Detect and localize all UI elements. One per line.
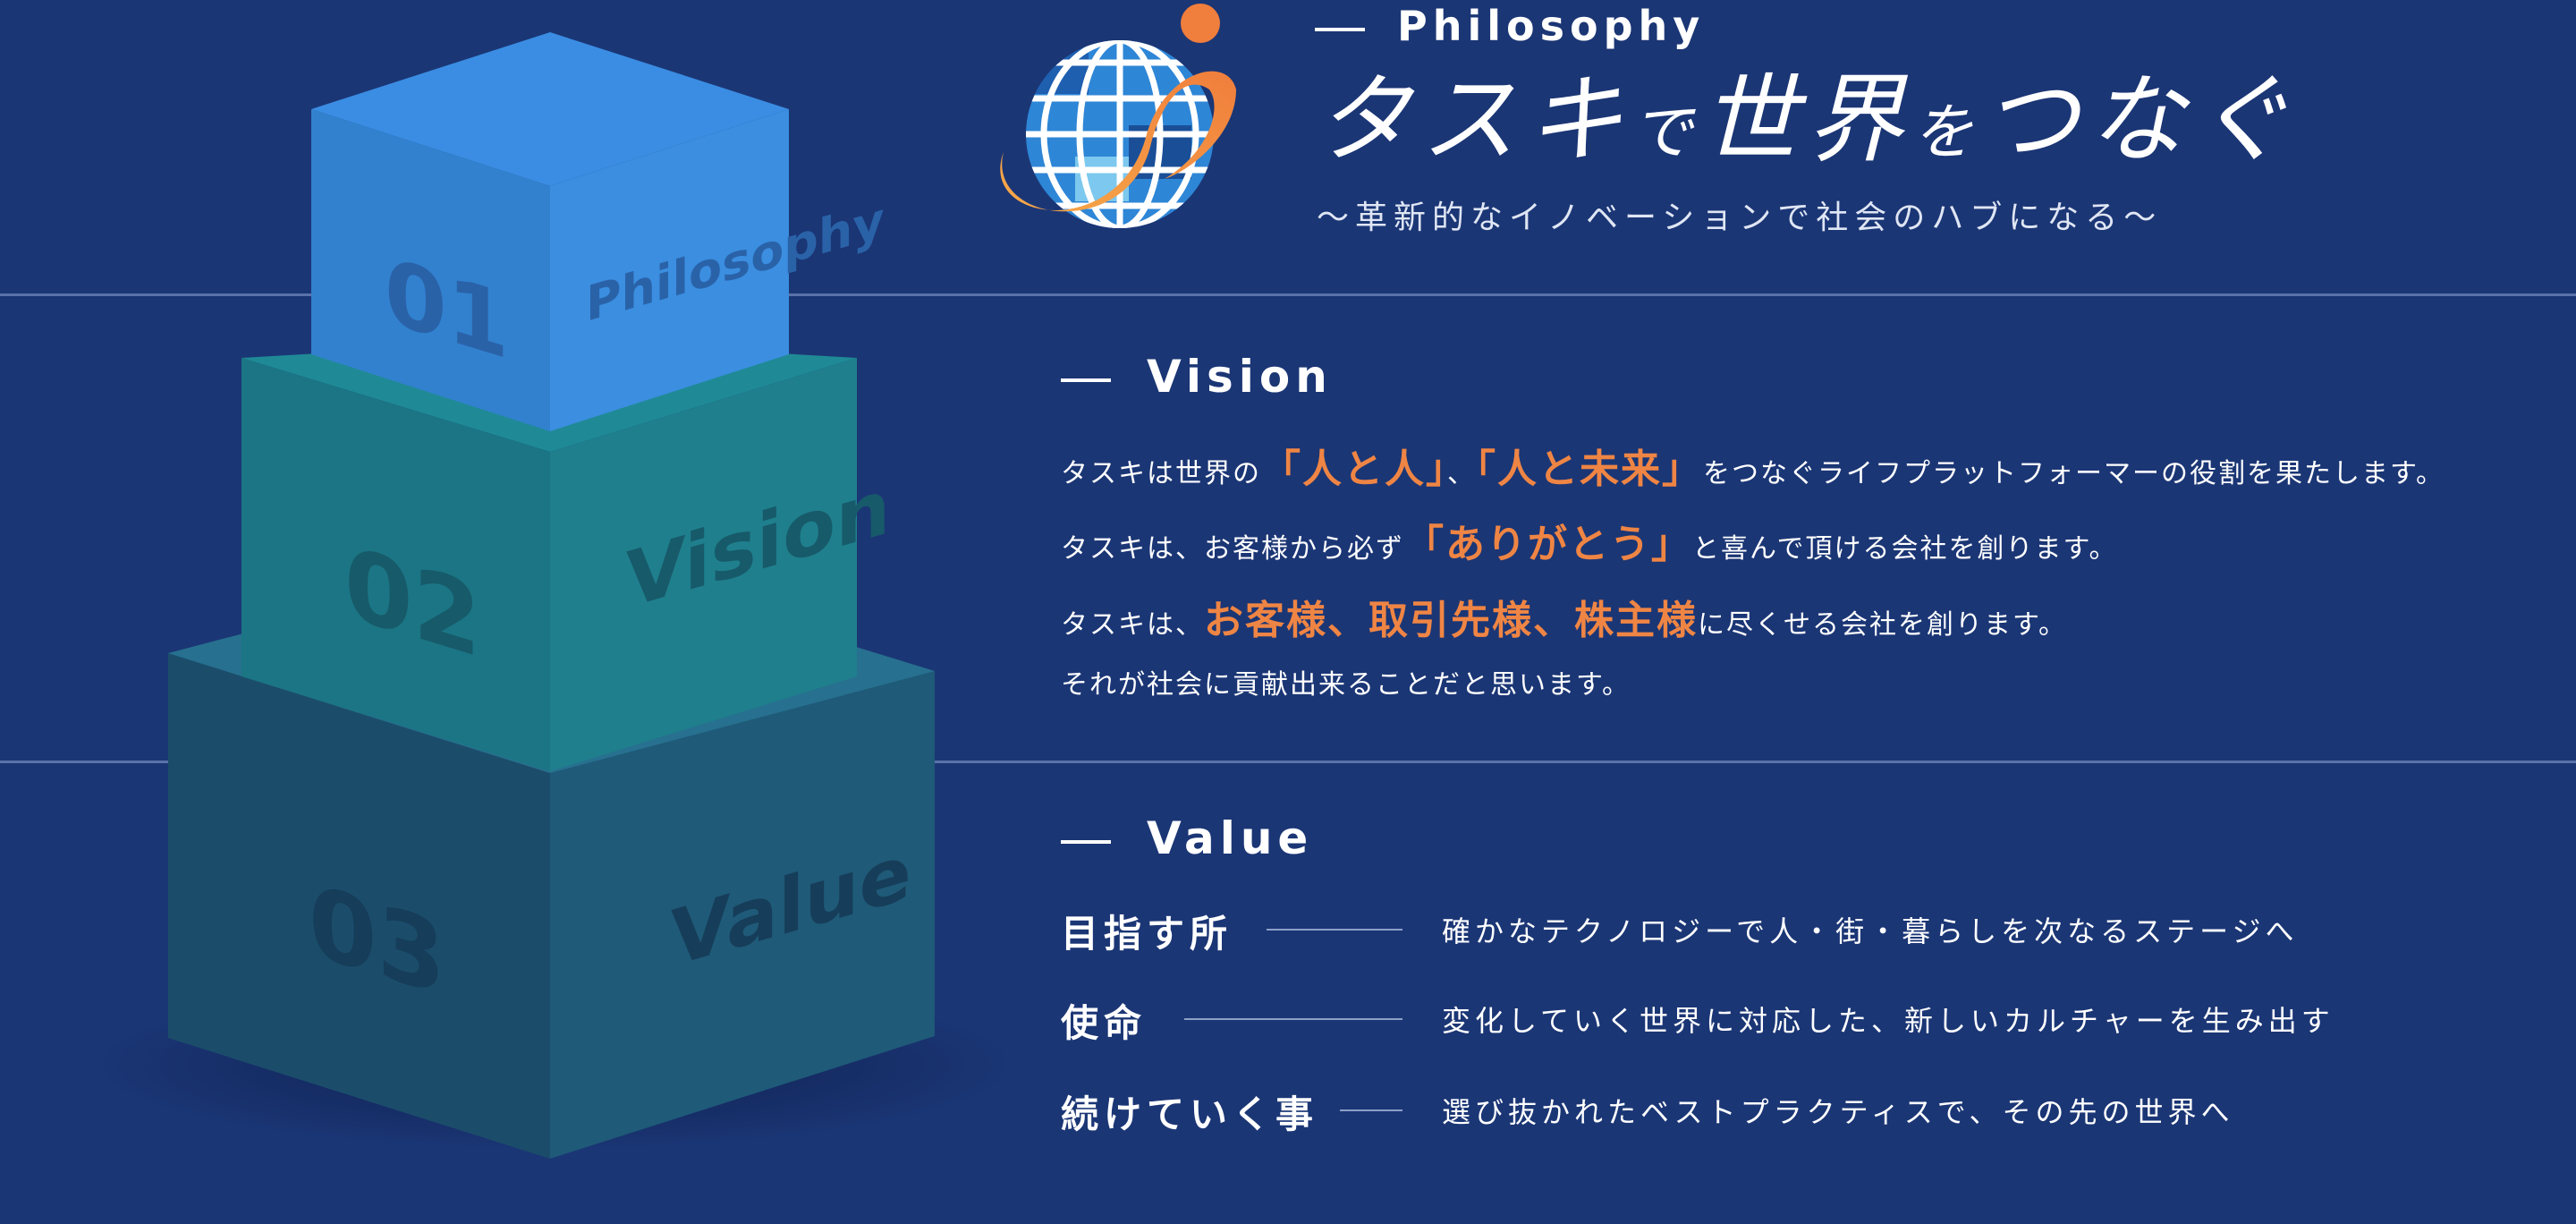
vision-highlight: 「ありがとう」 bbox=[1404, 522, 1692, 567]
philosophy-heading-text: Philosophy bbox=[1397, 2, 1706, 50]
value-text: 確かなテクノロジーで人・街・暮らしを次なるステージへ bbox=[1442, 914, 2299, 948]
value-text: 変化していく世界に対応した、新しいカルチャーを生み出す bbox=[1442, 1004, 2334, 1038]
philosophy-heading: Philosophy bbox=[1315, 2, 1705, 50]
dash-icon bbox=[1315, 27, 1365, 31]
value-rule bbox=[1340, 1109, 1402, 1111]
title-part: で bbox=[1631, 98, 1702, 168]
value-label: 続けていく事 bbox=[1061, 1092, 1319, 1136]
title-part: つなぐ bbox=[1982, 64, 2300, 176]
divider-line-bottom bbox=[0, 761, 2576, 763]
dash-icon bbox=[1061, 378, 1111, 382]
philosophy-title: タスキで世界をつなぐ bbox=[1315, 63, 2299, 179]
value-heading-text: Value bbox=[1147, 812, 1314, 864]
vision-text: タスキは、お客様から必ず bbox=[1061, 533, 1404, 565]
globe-logo-icon bbox=[1000, 4, 1236, 228]
vision-text: タスキは、 bbox=[1061, 609, 1204, 641]
vision-line: タスキは、お客様から必ず「ありがとう」と喜んで頂ける会社を創ります。 bbox=[1061, 512, 2118, 569]
vision-highlight: 「人と未来」 bbox=[1476, 446, 1703, 492]
vision-text: と喜んで頂ける会社を創ります。 bbox=[1692, 533, 2118, 565]
value-rule bbox=[1267, 929, 1402, 931]
value-label: 目指す所 bbox=[1061, 912, 1233, 956]
value-label: 使命 bbox=[1061, 1001, 1148, 1045]
value-heading: Value bbox=[1061, 812, 1313, 864]
title-part: 世界 bbox=[1701, 64, 1913, 176]
value-text: 選び抜かれたベストプラクティスで、その先の世界へ bbox=[1442, 1095, 2234, 1129]
title-part: を bbox=[1912, 98, 1983, 168]
vision-text: 、 bbox=[1447, 458, 1476, 489]
vision-text: タスキは世界の bbox=[1061, 458, 1261, 489]
vision-heading: Vision bbox=[1061, 351, 1333, 403]
cube-pyramid: 03 Value 02 Vision 01 Philosophy bbox=[89, 32, 1020, 1159]
vision-heading-text: Vision bbox=[1147, 351, 1333, 403]
vision-highlight: お客様、取引先様、株主様 bbox=[1204, 598, 1698, 643]
vision-line: それが社会に貢献出来ることだと思います。 bbox=[1061, 669, 1631, 701]
cube-philosophy: 01 Philosophy bbox=[311, 32, 885, 431]
philosophy-subtitle: 〜革新的なイノベーションで社会のハブになる〜 bbox=[1317, 200, 2163, 236]
vision-text: をつなぐライフプラットフォーマーの役割を果たします。 bbox=[1703, 458, 2445, 489]
vision-highlight: 「人と人」 bbox=[1261, 446, 1447, 492]
dash-icon bbox=[1061, 839, 1111, 844]
value-rule bbox=[1184, 1018, 1402, 1020]
title-part: タスキ bbox=[1315, 64, 1632, 176]
divider-line-top bbox=[0, 293, 2576, 296]
vision-line: タスキは、お客様、取引先様、株主様に尽くせる会社を創ります。 bbox=[1061, 588, 2067, 645]
vision-line: タスキは世界の「人と人」、「人と未来」をつなぐライフプラットフォーマーの役割を果… bbox=[1061, 437, 2445, 494]
vision-text: に尽くせる会社を創ります。 bbox=[1698, 609, 2067, 641]
